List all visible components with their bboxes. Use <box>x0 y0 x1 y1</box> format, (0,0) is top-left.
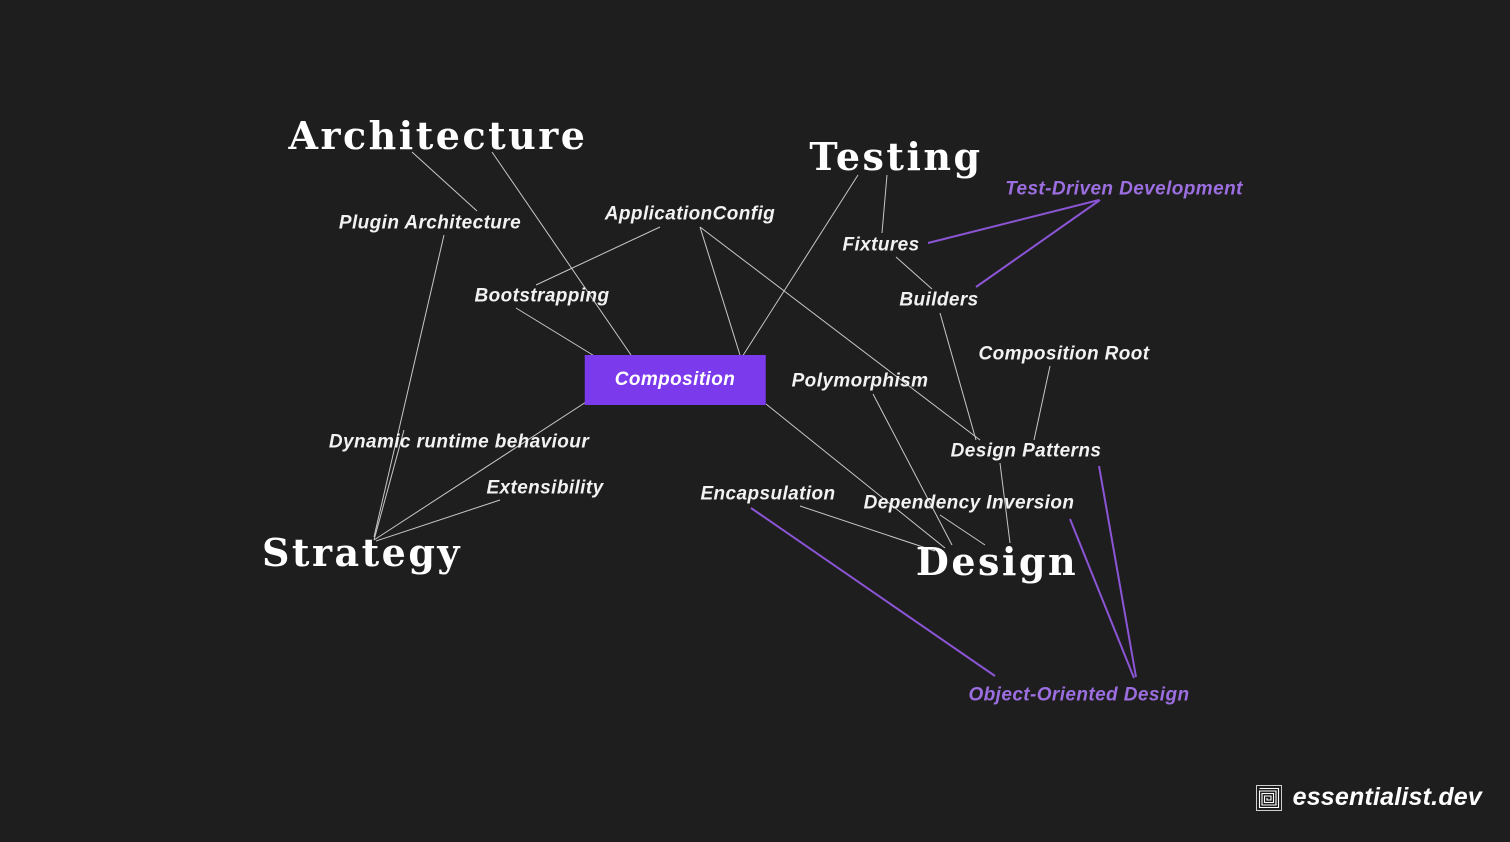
node-design[interactable]: Design <box>915 539 1079 584</box>
edge-application-config-to-composition <box>699 226 741 356</box>
edge-testing-to-fixtures <box>881 174 888 234</box>
edge-bootstrapping-to-composition <box>515 307 597 358</box>
edge-application-config-to-bootstrapping <box>535 226 661 286</box>
edge-encapsulation-to-object-oriented-design <box>750 507 996 677</box>
edge-builders-to-test-driven-development <box>975 199 1101 288</box>
edge-fixtures-to-test-driven-development <box>927 199 1100 244</box>
node-builders[interactable]: Builders <box>899 289 979 311</box>
edge-testing-to-composition <box>741 174 859 358</box>
edge-composition-to-design <box>765 403 946 549</box>
edge-polymorphism-to-design <box>872 393 953 546</box>
edge-fixtures-to-builders <box>895 256 933 290</box>
brand-lockup[interactable]: essentialist.dev <box>1255 783 1482 812</box>
edge-composition-to-strategy <box>373 401 587 541</box>
brand-name: essentialist.dev <box>1292 783 1482 811</box>
node-dependency-inversion[interactable]: Dependency Inversion <box>863 492 1075 514</box>
edge-architecture-to-plugin-architecture <box>411 151 478 212</box>
edge-plugin-architecture-to-strategy <box>373 234 445 538</box>
edge-application-config-to-design-patterns <box>699 226 981 441</box>
edge-encapsulation-to-design <box>799 505 936 552</box>
node-plugin-architecture[interactable]: Plugin Architecture <box>338 212 522 234</box>
edge-composition-root-to-design-patterns <box>1033 365 1051 441</box>
node-testing[interactable]: Testing <box>809 134 983 179</box>
node-polymorphism[interactable]: Polymorphism <box>791 370 929 392</box>
node-extensibility[interactable]: Extensibility <box>486 477 604 499</box>
node-design-patterns[interactable]: Design Patterns <box>950 440 1102 462</box>
node-composition-root[interactable]: Composition Root <box>978 343 1150 365</box>
edge-extensibility-to-strategy <box>375 499 501 542</box>
node-fixtures[interactable]: Fixtures <box>842 234 920 256</box>
edge-design-patterns-to-design <box>999 462 1011 544</box>
node-encapsulation[interactable]: Encapsulation <box>700 483 836 505</box>
edge-design-patterns-to-object-oriented-design <box>1098 465 1137 678</box>
node-architecture[interactable]: Architecture <box>288 113 588 158</box>
edge-dependency-inversion-to-design <box>939 514 986 546</box>
node-object-oriented-design[interactable]: Object-Oriented Design <box>968 684 1190 706</box>
node-dynamic-runtime-behaviour[interactable]: Dynamic runtime behaviour <box>328 431 590 453</box>
node-test-driven-development[interactable]: Test-Driven Development <box>1005 178 1243 200</box>
edge-architecture-to-composition <box>491 151 632 356</box>
node-composition[interactable]: Composition <box>584 355 766 405</box>
node-application-config[interactable]: ApplicationConfig <box>604 203 776 225</box>
node-strategy[interactable]: Strategy <box>261 530 463 575</box>
edge-builders-to-design-patterns <box>939 312 977 441</box>
square-spiral-logo-icon <box>1255 784 1282 811</box>
node-bootstrapping[interactable]: Bootstrapping <box>474 285 610 307</box>
edge-dynamic-runtime-behaviour-to-strategy <box>373 429 405 541</box>
edge-dependency-inversion-to-object-oriented-design <box>1069 518 1135 679</box>
